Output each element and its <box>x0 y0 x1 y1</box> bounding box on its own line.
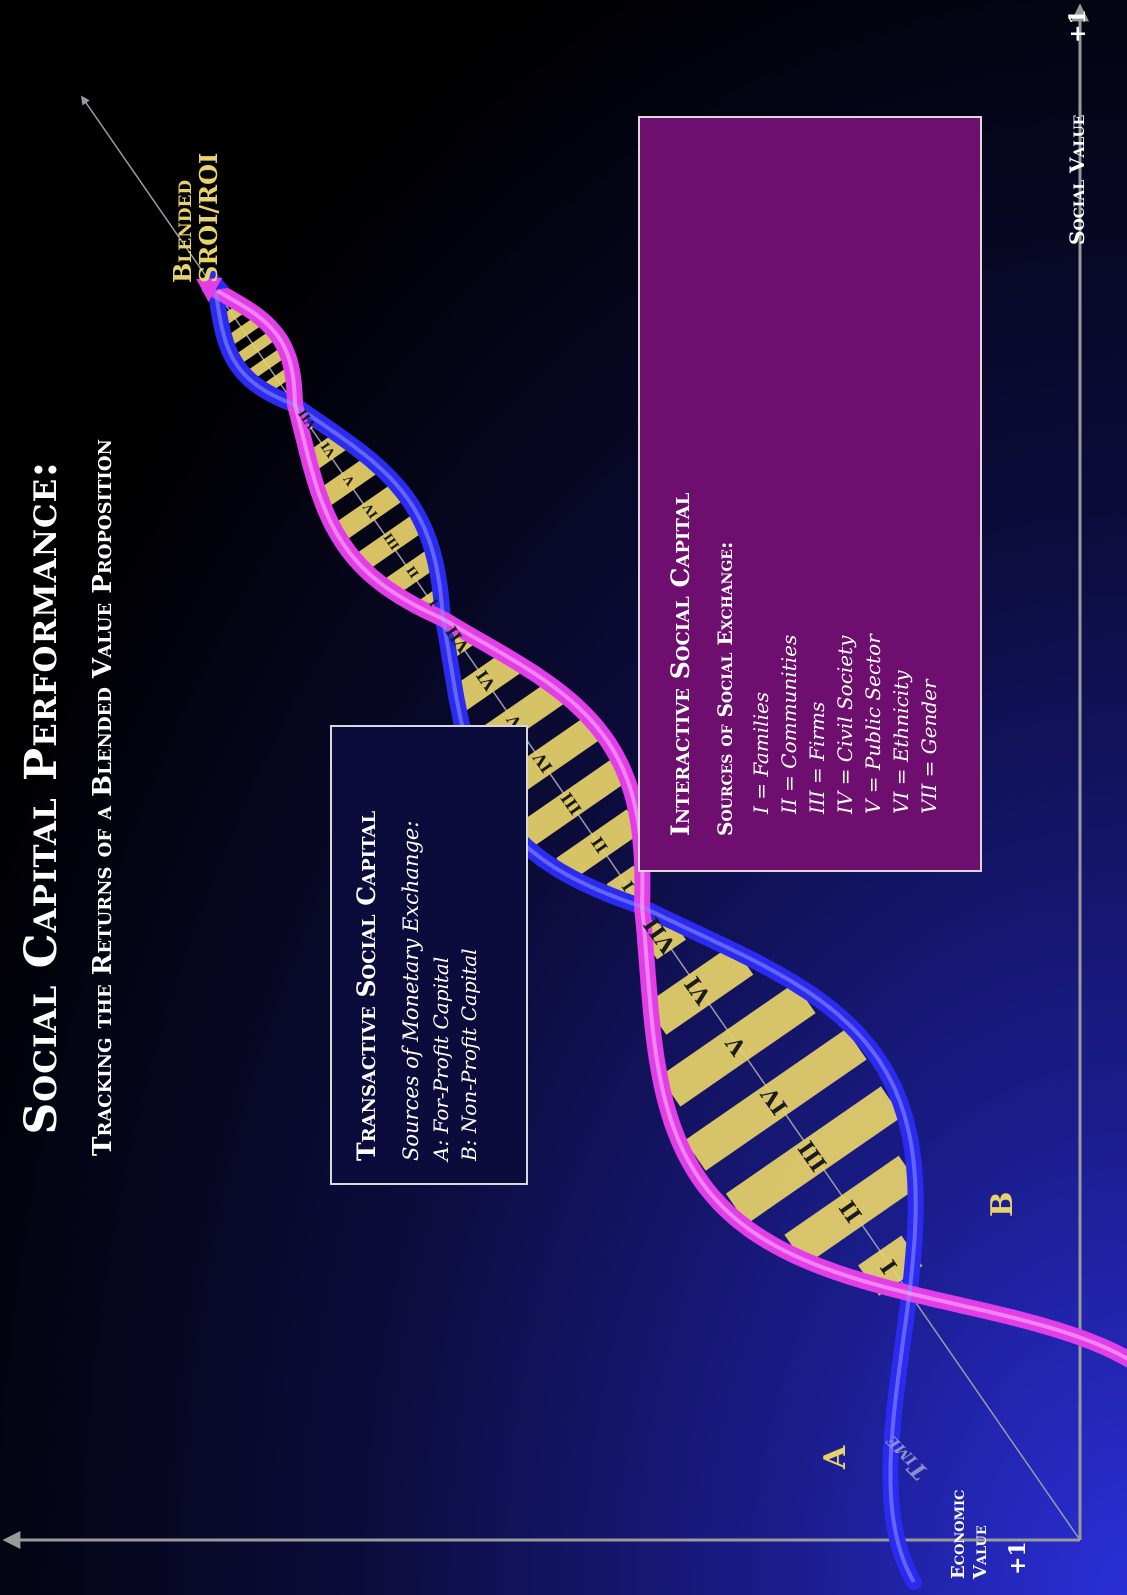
economic-axis-label: Economic Value <box>948 1489 992 1579</box>
page-title: Social Capital Performance: <box>16 0 67 1595</box>
economic-axis-plus-one: +1 <box>1005 1541 1031 1575</box>
interactive-box-title: Interactive Social Capital <box>666 152 695 836</box>
interactive-item: II = Communities <box>775 152 803 836</box>
transactive-item-a: A: For-Profit Capital <box>427 749 455 1161</box>
interactive-item: V = Public Sector <box>859 152 887 836</box>
strand-a-label: A <box>818 1446 853 1469</box>
social-axis-plus-one: +1 <box>1065 9 1091 43</box>
page-subtitle: Tracking the Returns of a Blended Value … <box>88 0 118 1595</box>
blended-label-line1: Blended <box>170 153 196 283</box>
interactive-item: III = Firms <box>803 152 831 836</box>
interactive-capital-box: Interactive Social Capital Sources of So… <box>638 116 982 872</box>
interactive-item: VI = Ethnicity <box>887 152 915 836</box>
interactive-item: I = Families <box>747 152 775 836</box>
transactive-box-title: Transactive Social Capital <box>352 749 381 1161</box>
interactive-box-subtitle: Sources of Social Exchange: <box>713 152 737 836</box>
social-axis-label: Social Value <box>1065 115 1089 245</box>
transactive-box-subtitle: Sources of Monetary Exchange: <box>399 749 423 1161</box>
strand-b-label: B <box>985 1192 1020 1217</box>
blended-return-label: Blended SROI/ROI <box>170 153 222 283</box>
interactive-item: VII = Gender <box>915 152 943 836</box>
transactive-item-b: B: Non-Profit Capital <box>455 749 483 1161</box>
transactive-capital-box: Transactive Social Capital Sources of Mo… <box>330 725 528 1185</box>
helix-rung <box>249 352 285 377</box>
interactive-item: IV = Civil Society <box>831 152 859 836</box>
blended-label-line2: SROI/ROI <box>196 153 222 283</box>
